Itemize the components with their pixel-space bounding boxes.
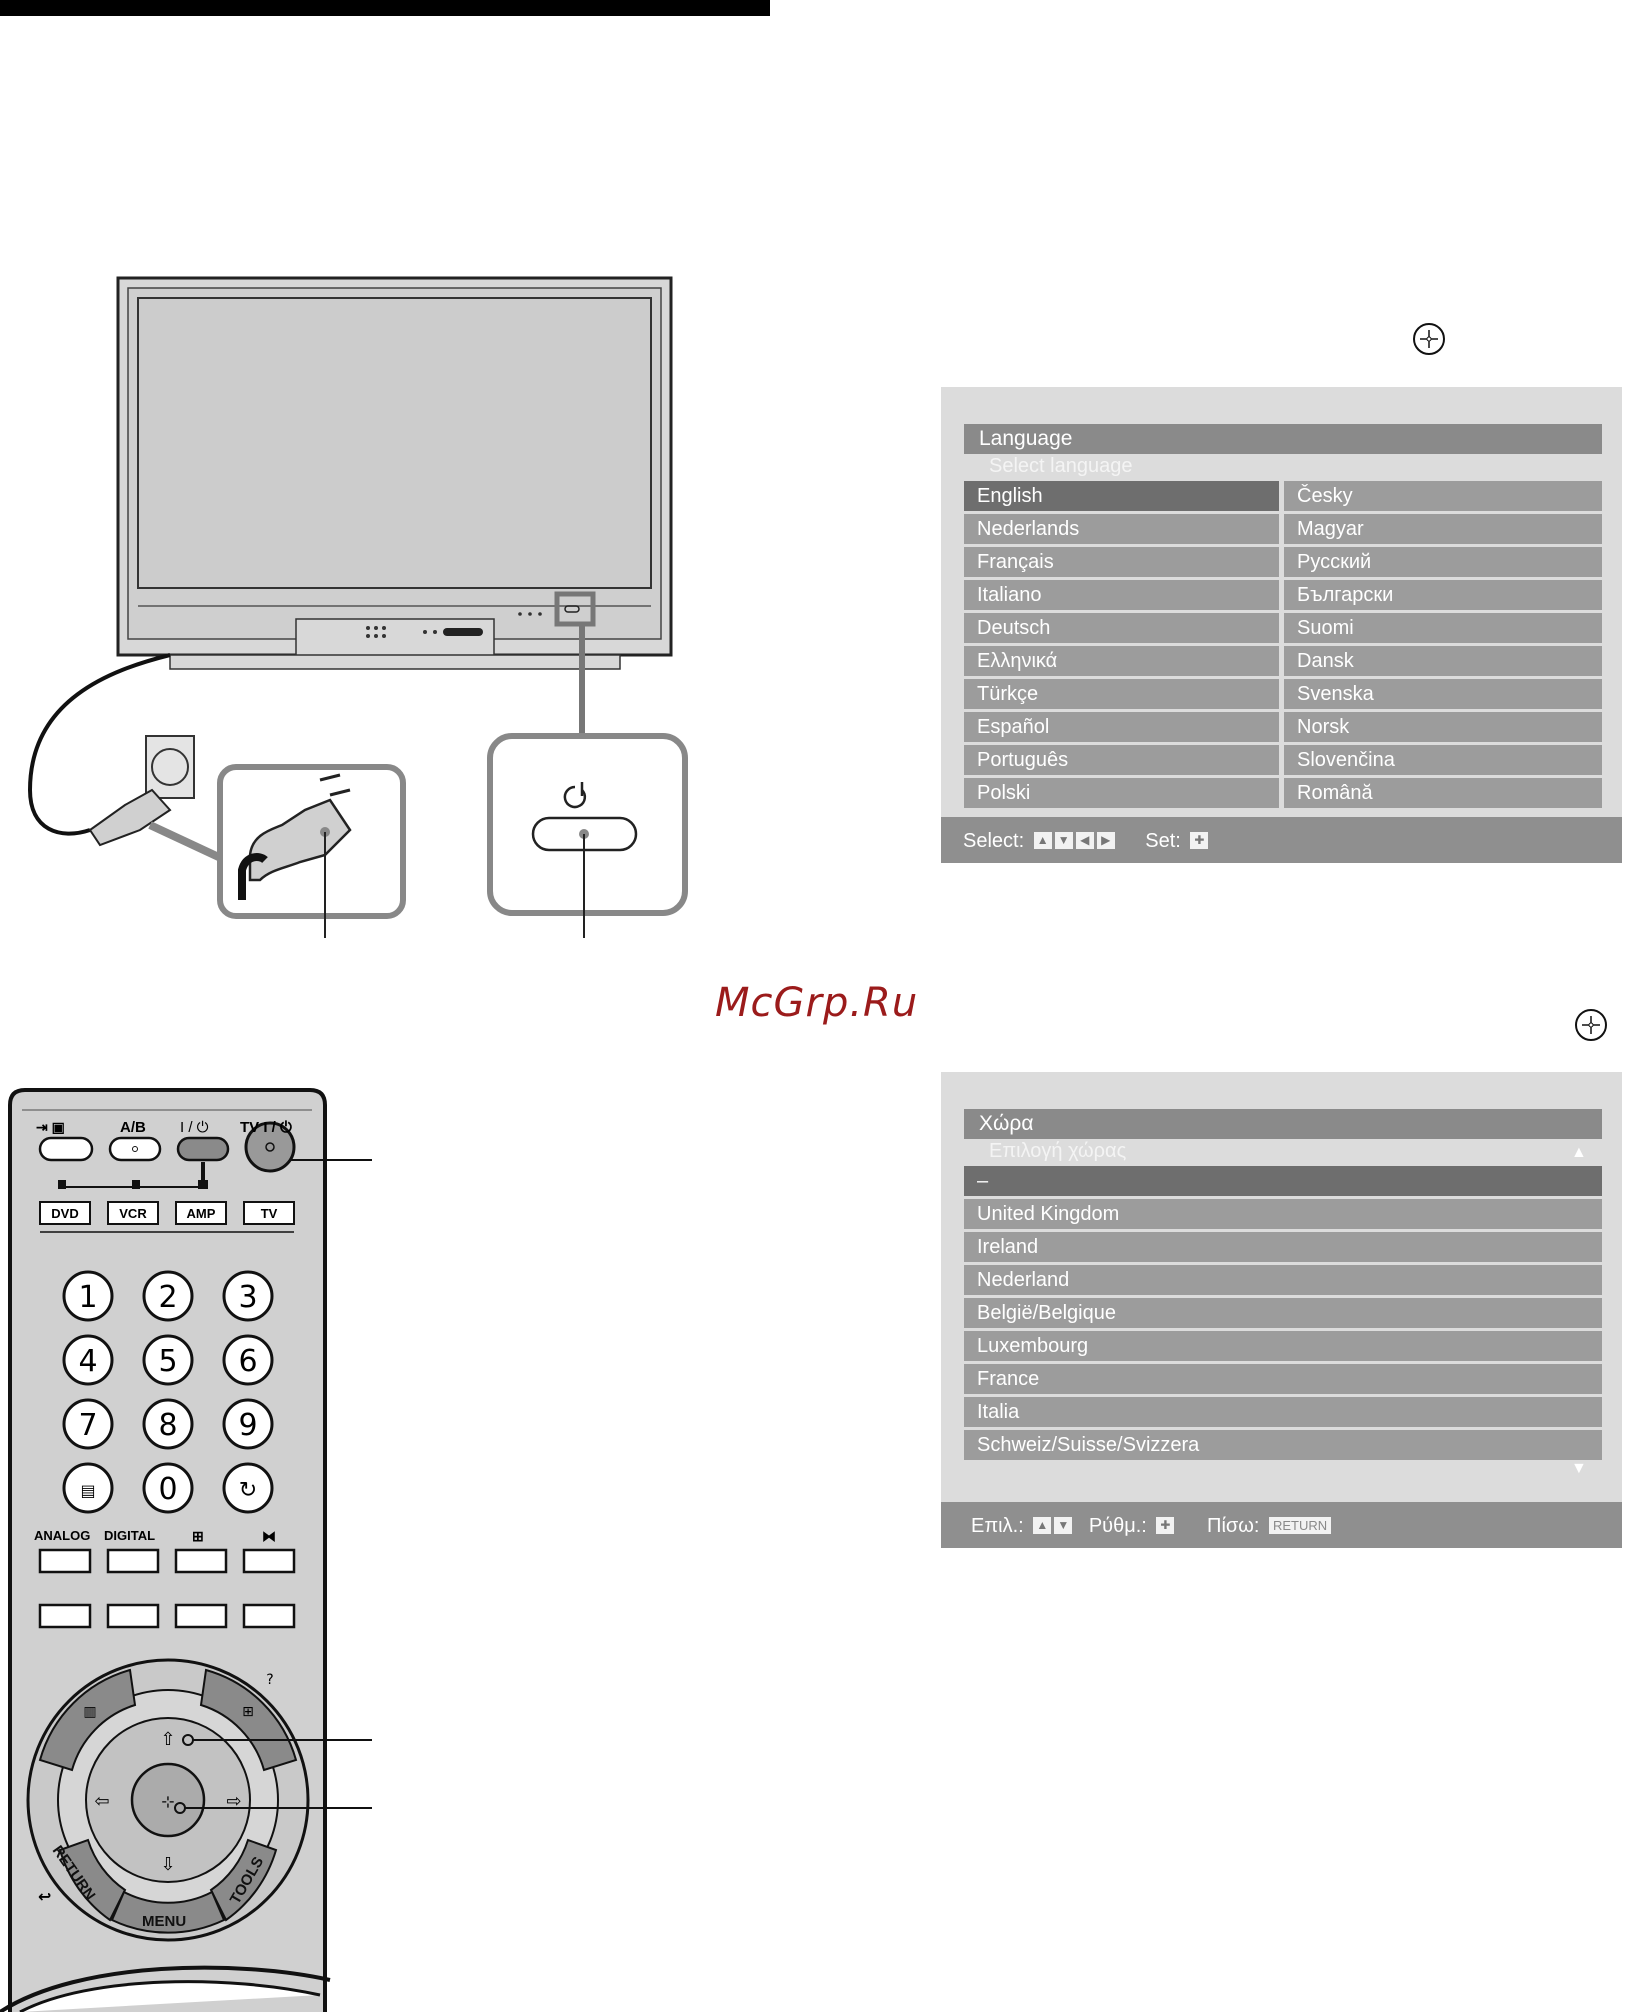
down-key-icon: ▼: [1054, 832, 1073, 850]
left-key-icon: ◀: [1075, 832, 1094, 850]
dvd-button[interactable]: DVD: [51, 1206, 78, 1221]
language-option-italiano[interactable]: Italiano: [964, 580, 1279, 610]
jump-icon: ↻: [239, 1478, 257, 1503]
remote-label-tv-power: TV I / ⏻: [240, 1119, 292, 1136]
language-option-greek[interactable]: Ελληνικά: [964, 646, 1279, 676]
left-arrow-icon[interactable]: ⇦: [94, 1791, 109, 1812]
language-option-espanol[interactable]: Español: [964, 712, 1279, 742]
language-option-norsk[interactable]: Norsk: [1284, 712, 1602, 742]
language-option-svenska[interactable]: Svenska: [1284, 679, 1602, 709]
input-select-icon: ⇥ ▣: [36, 1119, 65, 1135]
menu-button-label[interactable]: MENU: [142, 1913, 186, 1930]
amp-button[interactable]: AMP: [187, 1206, 216, 1221]
enter-icon: [1413, 323, 1445, 355]
footer-select-label: Επιλ.:: [971, 1514, 1024, 1537]
up-key-icon: ▲: [1033, 1517, 1052, 1535]
digit-9-button[interactable]: 9: [238, 1408, 257, 1443]
freeze-icon: ⧓: [262, 1528, 276, 1544]
country-option-nederland[interactable]: Nederland: [964, 1265, 1602, 1295]
down-key-icon: ▼: [1054, 1517, 1073, 1535]
footer-set-label: Ρύθμ.:: [1088, 1514, 1147, 1537]
digit-1-button[interactable]: 1: [78, 1280, 97, 1315]
language-option-francais[interactable]: Français: [964, 547, 1279, 577]
scroll-down-icon[interactable]: ▼: [1571, 1460, 1587, 1477]
tv-button[interactable]: TV: [261, 1206, 278, 1221]
footer-set-label: Set:: [1145, 829, 1181, 852]
country-menu-title: Χώρα: [964, 1109, 1602, 1139]
tv-illustration: [27, 276, 688, 938]
language-option-portugues[interactable]: Português: [964, 745, 1279, 775]
help-icon: ?: [266, 1672, 273, 1688]
country-option-ireland[interactable]: Ireland: [964, 1232, 1602, 1262]
enter-icon: [1575, 1009, 1607, 1041]
language-option-deutsch[interactable]: Deutsch: [964, 613, 1279, 643]
guide-icon: ▥: [83, 1704, 96, 1720]
country-option-switzerland[interactable]: Schweiz/Suisse/Svizzera: [964, 1430, 1602, 1460]
up-key-icon: ▲: [1033, 832, 1052, 850]
enter-key-icon: ✚: [1190, 832, 1209, 850]
country-option-none[interactable]: –: [964, 1166, 1602, 1196]
enter-key-icon: ✚: [1156, 1517, 1175, 1535]
return-key-badge: RETURN: [1268, 1517, 1332, 1535]
language-option-nederlands[interactable]: Nederlands: [964, 514, 1279, 544]
digit-4-button[interactable]: 4: [78, 1344, 97, 1379]
footer-back-label: Πίσω:: [1207, 1514, 1260, 1537]
remote-label-power: I / ⏻: [180, 1119, 209, 1136]
digit-5-button[interactable]: 5: [158, 1344, 177, 1379]
vcr-button[interactable]: VCR: [119, 1206, 147, 1221]
digit-0-button[interactable]: 0: [158, 1472, 177, 1507]
digital-label: DIGITAL: [104, 1528, 155, 1543]
analog-label: ANALOG: [34, 1528, 90, 1543]
language-option-bulgarian[interactable]: Български: [1284, 580, 1602, 610]
language-option-cesky[interactable]: Česky: [1284, 481, 1602, 511]
right-key-icon: ▶: [1096, 832, 1115, 850]
remote-label-ab: A/B: [120, 1119, 146, 1136]
country-menu-panel: Χώρα Επιλογή χώρας ▲ – United Kingdom Ir…: [941, 1072, 1622, 1548]
footer-select-label: Select:: [963, 829, 1025, 852]
country-option-luxembourg[interactable]: Luxembourg: [964, 1331, 1602, 1361]
country-option-belgium[interactable]: België/Belgique: [964, 1298, 1602, 1328]
remote-illustration: ⇥ ▣ A/B I / ⏻ TV I / ⏻ DVD VCR AMP TV 1 …: [0, 1088, 372, 2012]
language-option-polski[interactable]: Polski: [964, 778, 1279, 808]
digit-8-button[interactable]: 8: [158, 1408, 177, 1443]
back-icon: ↩: [38, 1887, 51, 1906]
language-option-slovencina[interactable]: Slovenčina: [1284, 745, 1602, 775]
info-icon: ⊞: [242, 1704, 254, 1720]
language-option-turkce[interactable]: Türkçe: [964, 679, 1279, 709]
language-option-magyar[interactable]: Magyar: [1284, 514, 1602, 544]
teletext-icon: ▤: [80, 1481, 95, 1500]
header-bar: [0, 0, 770, 16]
up-arrow-icon[interactable]: ⇧: [160, 1729, 175, 1750]
digit-3-button[interactable]: 3: [238, 1280, 257, 1315]
language-option-russian[interactable]: Русский: [1284, 547, 1602, 577]
watermark-text: McGrp.Ru: [715, 980, 919, 1026]
digit-7-button[interactable]: 7: [78, 1408, 97, 1443]
country-option-france[interactable]: France: [964, 1364, 1602, 1394]
scroll-up-icon[interactable]: ▲: [1571, 1144, 1587, 1161]
country-menu-subtitle: Επιλογή χώρας: [989, 1140, 1127, 1162]
language-menu-title: Language: [964, 424, 1602, 454]
country-menu-footer: Επιλ.: ▲▼ Ρύθμ.: ✚ Πίσω: RETURN: [941, 1502, 1622, 1548]
language-menu-footer: Select: ▲▼◀▶ Set: ✚: [941, 817, 1622, 863]
digit-6-button[interactable]: 6: [238, 1344, 257, 1379]
enter-icon[interactable]: ⊹: [161, 1792, 174, 1811]
screen-mode-icon: ⊞: [192, 1528, 204, 1544]
country-option-united-kingdom[interactable]: United Kingdom: [964, 1199, 1602, 1229]
language-option-english[interactable]: English: [964, 481, 1279, 511]
language-menu-panel: Language Select language English Nederla…: [941, 387, 1622, 863]
language-option-suomi[interactable]: Suomi: [1284, 613, 1602, 643]
language-option-dansk[interactable]: Dansk: [1284, 646, 1602, 676]
digit-2-button[interactable]: 2: [158, 1280, 177, 1315]
language-option-romana[interactable]: Română: [1284, 778, 1602, 808]
country-option-italia[interactable]: Italia: [964, 1397, 1602, 1427]
language-menu-subtitle: Select language: [989, 455, 1133, 477]
right-arrow-icon[interactable]: ⇨: [226, 1791, 241, 1812]
down-arrow-icon[interactable]: ⇩: [160, 1854, 175, 1875]
